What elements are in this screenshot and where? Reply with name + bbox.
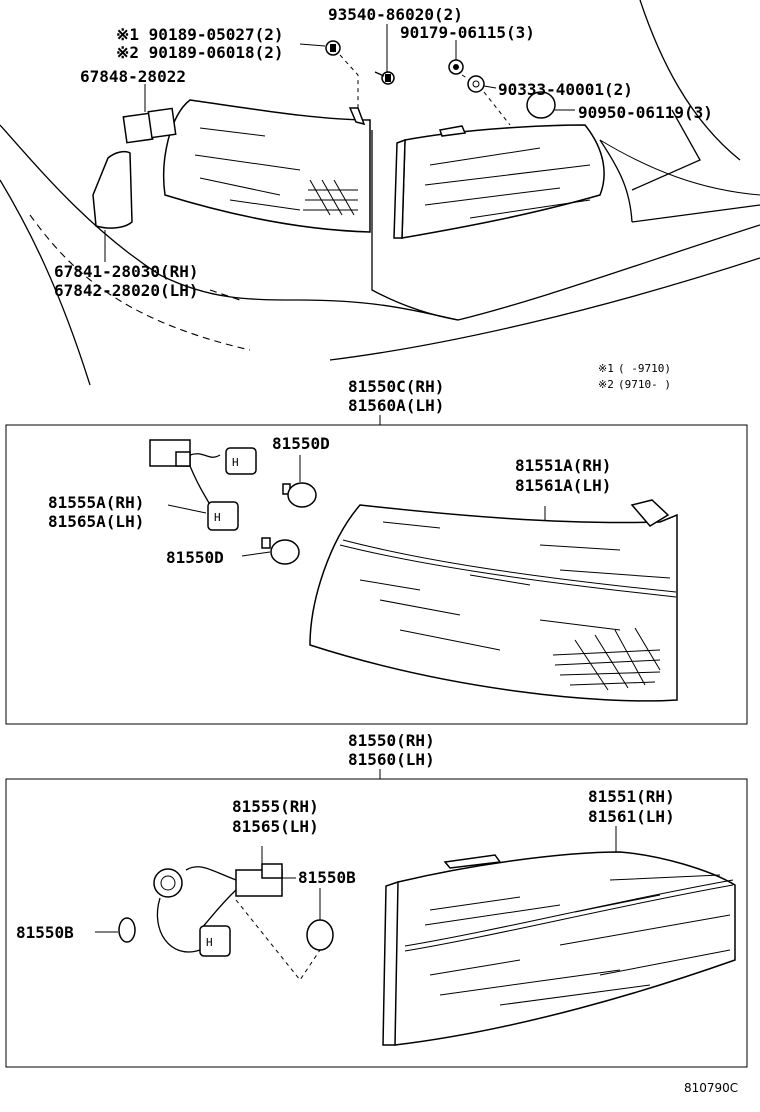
label-93540: 93540-86020(2) (328, 5, 463, 24)
bulb-81550d-upper (282, 455, 317, 508)
label-81555a: 81555A(RH) (48, 493, 144, 512)
bottom-section-frame (5, 778, 748, 1068)
label-81561a: 81561A(LH) (515, 476, 611, 495)
svg-text:H: H (206, 936, 213, 949)
bulb-81550b-left (95, 917, 136, 943)
nut-90189 (325, 40, 341, 56)
label-81550d-upper: 81550D (272, 434, 330, 453)
note-2-range: (9710- ) (618, 378, 671, 391)
bulb-81550d-lower (241, 537, 300, 565)
label-67841: 67841-28030(RH) (54, 262, 199, 281)
lens-81551a (309, 499, 678, 702)
header-81560: 81560(LH) (348, 750, 435, 769)
header-81550c: 81550C(RH) (348, 377, 444, 396)
label-81561: 81561(LH) (588, 807, 675, 826)
nut-90179 (448, 59, 464, 75)
socket-wire-81555a: H H (149, 439, 257, 531)
vehicle-body-outline (0, 0, 760, 386)
header-81550: 81550(RH) (348, 731, 435, 750)
label-81550b-right: 81550B (298, 868, 356, 887)
label-67842: 67842-28020(LH) (54, 281, 199, 300)
label-81551: 81551(RH) (588, 787, 675, 806)
label-90189-2: ※2 90189-06018(2) (116, 43, 284, 62)
label-81551a: 81551A(RH) (515, 456, 611, 475)
top-leaders (104, 24, 575, 301)
plug-90950 (526, 91, 556, 119)
svg-text:H: H (232, 456, 239, 469)
header-81560a: 81560A(LH) (348, 396, 444, 415)
gasket-67848 (122, 107, 177, 144)
label-81565a: 81565A(LH) (48, 512, 144, 531)
label-90189-1: ※1 90189-05027(2) (116, 25, 284, 44)
socket-wire-81555: H (153, 846, 321, 981)
label-81550b-left: 81550B (16, 923, 74, 942)
label-81565: 81565(LH) (232, 817, 319, 836)
middle-section-frame (5, 424, 748, 725)
reference-code: 810790C (684, 1081, 738, 1095)
label-90950: 90950-06119(3) (578, 103, 713, 122)
label-81555: 81555(RH) (232, 797, 319, 816)
label-67848: 67848-28022 (80, 67, 186, 86)
label-90179: 90179-06115(3) (400, 23, 535, 42)
bulb-81550b-right (306, 888, 334, 951)
note-1-mark: ※1 (598, 362, 614, 375)
bolt-93540 (374, 71, 395, 85)
tail-lamp-trunk-lens (393, 124, 605, 239)
svg-text:H: H (214, 511, 221, 524)
note-1-range: ( -9710) (618, 362, 671, 375)
lens-81551 (382, 826, 736, 1046)
tail-lamp-outer-lens (162, 99, 371, 233)
label-81550d-lower: 81550D (166, 548, 224, 567)
gasket-67841 (92, 150, 133, 229)
washer-90333 (467, 75, 485, 93)
label-90333: 90333-40001(2) (498, 80, 633, 99)
note-2-mark: ※2 (598, 378, 614, 391)
